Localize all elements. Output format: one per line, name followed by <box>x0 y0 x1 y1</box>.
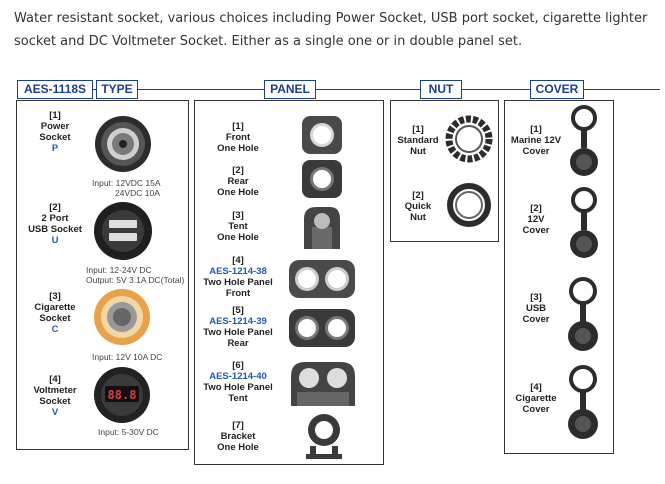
power-spec-2: 24VDC 10A <box>115 188 160 198</box>
cover-item-cigarette: [4] Cigarette Cover <box>515 382 557 415</box>
cover-item-marine-12v: [1] Marine 12V Cover <box>510 124 562 157</box>
panel-item-rear-one-hole: [2] Rear One Hole <box>217 165 259 198</box>
panel-item-two-hole-tent: [6] AES-1214-40 Two Hole Panel Tent <box>203 360 273 404</box>
type-item-voltmeter: [4] Voltmeter Socket V <box>33 374 77 418</box>
12v-cover-image <box>570 187 598 258</box>
type-header: TYPE <box>96 80 138 99</box>
panel-item-two-hole-front: [4] AES-1214-38 Two Hole Panel Front <box>203 255 273 299</box>
intro-text: Water resistant socket, various choices … <box>14 11 648 49</box>
cover-panel <box>504 100 614 454</box>
panel-item-tent-one-hole: [3] Tent One Hole <box>217 210 259 243</box>
panel-header: PANEL <box>264 80 316 99</box>
panel-front-one-hole-image <box>302 116 342 154</box>
usb-socket-image <box>94 202 152 260</box>
panel-two-hole-front-image <box>289 260 355 298</box>
panel-item-front-one-hole: [1] Front One Hole <box>217 121 259 154</box>
panel-two-hole-rear-image <box>289 309 355 347</box>
panel-bracket-image <box>306 414 342 459</box>
usb-spec-1: Input: 12-24V DC <box>86 265 152 275</box>
model-header: AES-1118S <box>17 80 93 99</box>
type-item-usb: [2] 2 Port USB Socket U <box>28 202 82 246</box>
panel-options-panel <box>194 100 384 465</box>
type-item-power: [1] Power Socket P <box>39 110 71 154</box>
cigarette-cover-image <box>568 365 598 439</box>
nut-item-standard: [1] Standard Nut <box>397 124 439 157</box>
usb-cover-image <box>568 277 598 351</box>
cigarette-spec: Input: 12V 10A DC <box>92 352 163 362</box>
panel-item-bracket: [7] Bracket One Hole <box>217 420 259 453</box>
voltmeter-socket-image: 88.8 <box>94 367 150 423</box>
cigarette-socket-image <box>94 289 150 345</box>
usb-spec-2: Output: 5V 3.1A DC(Total) <box>86 275 185 285</box>
type-panel <box>16 100 189 450</box>
nut-item-quick: [2] Quick Nut <box>404 190 432 223</box>
voltmeter-display: 88.8 <box>108 388 137 402</box>
cover-item-usb: [3] USB Cover <box>522 292 550 325</box>
voltmeter-spec: Input: 5-30V DC <box>98 427 159 437</box>
panel-tent-one-hole-image <box>304 207 340 249</box>
panel-item-two-hole-rear: [5] AES-1214-39 Two Hole Panel Rear <box>203 305 273 349</box>
header-connector-line <box>92 89 660 90</box>
panel-two-hole-tent-image <box>291 362 355 406</box>
quick-nut-image <box>447 183 491 227</box>
cover-item-12v: [2] 12V Cover <box>522 203 550 236</box>
nut-header: NUT <box>420 80 462 99</box>
type-item-cigarette: [3] Cigarette Socket C <box>34 291 76 335</box>
power-spec-1: Input: 12VDC 15A <box>92 178 161 188</box>
marine-12v-cover-image <box>570 105 598 176</box>
panel-rear-one-hole-image <box>302 160 342 198</box>
nut-panel <box>390 100 499 242</box>
power-socket-image <box>95 116 151 172</box>
cover-header: COVER <box>530 80 584 99</box>
standard-nut-image <box>445 115 493 163</box>
